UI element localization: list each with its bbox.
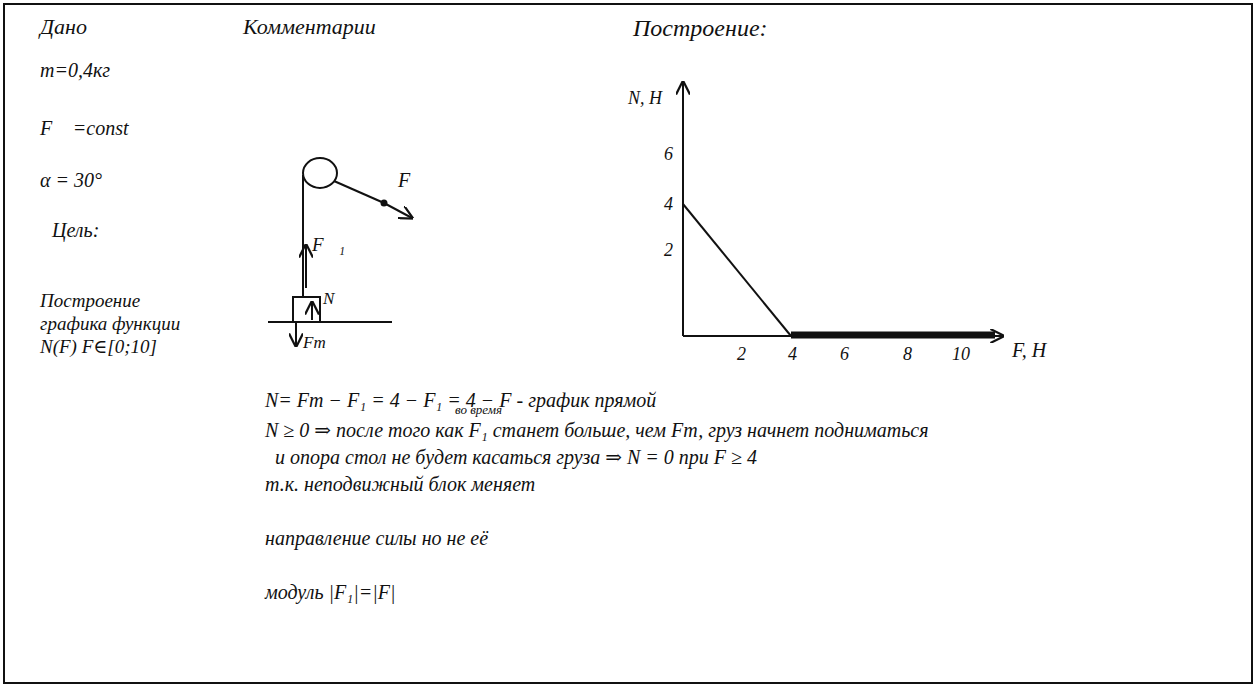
- handwritten-text: N, H: [628, 88, 662, 110]
- handwritten-text: модуль |F₁|=|F|: [265, 580, 395, 604]
- handwritten-text: 10: [952, 344, 970, 366]
- handwritten-text: 4: [664, 194, 673, 216]
- graph: [683, 82, 1003, 336]
- handwritten-text: m=0,4кг: [40, 58, 110, 82]
- handwritten-text: α = 30°: [40, 168, 102, 192]
- frame: [4, 4, 1252, 683]
- handwritten-text: 4: [788, 344, 797, 366]
- handwritten-text: Цель:: [52, 218, 99, 242]
- handwritten-text: Построение:: [633, 14, 768, 43]
- handwritten-text: N ≥ 0 ⇒ после того как F₁ станет больше,…: [265, 418, 929, 442]
- handwritten-text: 2: [737, 344, 746, 366]
- handwritten-text: F⃗ =const: [40, 116, 129, 140]
- handwritten-text: направление силы но не её: [265, 526, 488, 550]
- handwritten-text: F, H: [1012, 338, 1046, 362]
- handwritten-text: во время: [455, 402, 502, 418]
- handwritten-text: и опора стол не будет касаться груза ⇒ N…: [275, 445, 757, 469]
- handwritten-text: 6: [840, 344, 849, 366]
- handwritten-text: N: [323, 289, 334, 309]
- handwritten-text: 8: [903, 344, 912, 366]
- handwritten-text: Комментарии: [243, 14, 376, 40]
- handwritten-text: Fт: [303, 333, 326, 353]
- handwritten-text: 6: [664, 144, 673, 166]
- pulley-sketch: [268, 158, 412, 346]
- handwritten-text: Построение графика функции N(F) F∈[0;10]: [40, 290, 190, 358]
- handwritten-text: 2: [664, 240, 673, 262]
- handwritten-text: т.к. неподвижный блок меняет: [265, 472, 535, 496]
- handwritten-text: F⃗₁: [312, 234, 345, 257]
- handwritten-text: Дано: [40, 14, 87, 40]
- handwritten-text: F⃗: [398, 168, 426, 192]
